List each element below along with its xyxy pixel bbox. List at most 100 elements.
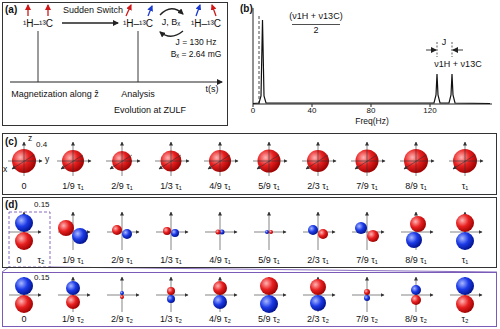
axis bbox=[269, 142, 270, 176]
axis bbox=[159, 155, 181, 169]
axis bbox=[257, 155, 279, 169]
zoom-region bbox=[9, 212, 50, 267]
x-axis bbox=[253, 104, 492, 105]
negative-lobe bbox=[15, 214, 33, 232]
zoom-leader bbox=[50, 267, 497, 272]
panel-label: (b) bbox=[240, 3, 253, 14]
negative-lobe bbox=[355, 222, 367, 234]
axis-label: 2 bbox=[313, 26, 318, 36]
axis bbox=[12, 155, 34, 169]
axis bbox=[73, 142, 74, 176]
figure-text: y bbox=[45, 155, 49, 164]
positive-lobe bbox=[216, 230, 221, 235]
axis-label: 40 bbox=[308, 107, 317, 116]
axis-label: ν1H + ν13C bbox=[434, 60, 481, 70]
panel-a-art bbox=[10, 5, 222, 82]
panel-label: (c) bbox=[5, 136, 17, 147]
positive-lobe bbox=[213, 281, 227, 295]
negative-lobe bbox=[122, 229, 132, 239]
axis bbox=[367, 212, 368, 250]
figure-text: 2/3 τ₁ bbox=[307, 182, 329, 192]
precession-arrow bbox=[160, 31, 183, 36]
negative-lobe bbox=[310, 295, 326, 311]
figure-text: τ₂ bbox=[37, 256, 44, 266]
j-arrow bbox=[453, 50, 463, 51]
figure-text: 4/9 τ₁ bbox=[209, 182, 231, 192]
figure-text: x bbox=[3, 165, 7, 174]
negative-lobe bbox=[15, 277, 33, 295]
panel-label: (d) bbox=[5, 199, 18, 210]
figure-text: 5/9 τ₂ bbox=[258, 315, 280, 325]
axis bbox=[416, 142, 417, 176]
axis-label: J bbox=[442, 38, 447, 48]
figure-text: Sudden Switch bbox=[63, 6, 123, 16]
peak-marker bbox=[259, 16, 260, 104]
axis bbox=[355, 155, 377, 169]
positive-lobe bbox=[364, 289, 370, 295]
figure-text: J = 130 Hz bbox=[176, 38, 217, 47]
negative-lobe bbox=[213, 295, 227, 309]
figure-text: 8/9 τ₁ bbox=[405, 182, 427, 192]
figure-text: 0.15 bbox=[34, 274, 50, 283]
negative-lobe bbox=[411, 285, 421, 295]
positive-lobe bbox=[15, 295, 33, 313]
figure-text: Bₓ = 2.64 mG bbox=[171, 50, 222, 59]
figure-text: 0 bbox=[21, 182, 26, 192]
axes bbox=[8, 142, 483, 176]
figure-text: τ₁ bbox=[462, 182, 469, 192]
figure-text: ¹H–¹³C bbox=[23, 18, 53, 29]
negative-lobe bbox=[72, 228, 88, 244]
axis bbox=[306, 155, 328, 169]
figure-text: 8/9 τ₁ bbox=[405, 256, 427, 266]
fraction-bar bbox=[292, 24, 340, 25]
spin-arrow bbox=[196, 5, 200, 16]
figure-text: 7/9 τ₁ bbox=[356, 182, 378, 192]
axis bbox=[208, 155, 230, 169]
figure-text: t(s) bbox=[206, 85, 219, 95]
figure-text: 2/9 τ₁ bbox=[111, 256, 133, 266]
time-marker bbox=[138, 31, 139, 82]
figure-text: 4/9 τ₂ bbox=[209, 315, 231, 325]
axis-label: Freq(Hz) bbox=[355, 117, 389, 126]
negative-lobe bbox=[260, 295, 278, 313]
axis-label: 0 bbox=[251, 107, 255, 116]
negative-lobe bbox=[167, 295, 175, 303]
positive-lobe bbox=[66, 295, 80, 309]
negative-lobe bbox=[456, 232, 474, 250]
negative-lobe bbox=[171, 229, 179, 237]
figure-text: ¹H–¹³C bbox=[123, 18, 153, 29]
figure-text: 0.15 bbox=[34, 201, 50, 210]
spectrum-line bbox=[253, 20, 490, 104]
figure-text: 0 bbox=[21, 315, 26, 325]
axis bbox=[24, 142, 25, 176]
figure-text: 2/9 τ₂ bbox=[111, 315, 133, 325]
positive-lobe bbox=[310, 279, 326, 295]
figure-text: 1/9 τ₁ bbox=[62, 256, 84, 266]
positive-lobe bbox=[260, 277, 278, 295]
positive-lobe bbox=[269, 230, 273, 234]
figure-text: Magnetization along ẑ bbox=[11, 90, 99, 100]
figure-text: 5/9 τ₁ bbox=[258, 182, 280, 192]
positive-lobe bbox=[58, 220, 74, 236]
axis bbox=[318, 142, 319, 176]
spin-arrow bbox=[47, 5, 48, 16]
axis-label: 120 bbox=[423, 107, 436, 116]
axis bbox=[171, 142, 172, 176]
positive-lobe bbox=[456, 295, 474, 313]
switch-arrow bbox=[62, 22, 118, 24]
panel-box: (c)zxy0.401/9 τ₁2/9 τ₁1/3 τ₁4/9 τ₁5/9 τ₁… bbox=[2, 133, 497, 195]
zoom-inset-box: 0.1501/9 τ₂2/9 τ₂1/3 τ₂4/9 τ₂5/9 τ₂2/3 τ… bbox=[2, 272, 497, 327]
figure-text: 2/9 τ₁ bbox=[111, 182, 133, 192]
figure-text: 1/3 τ₁ bbox=[160, 256, 182, 266]
j-marker bbox=[452, 42, 453, 57]
negative-lobe bbox=[308, 225, 318, 235]
axes bbox=[9, 277, 482, 312]
precession-arrow bbox=[160, 9, 183, 15]
figure-text: 7/9 τ₁ bbox=[356, 256, 378, 266]
negative-lobe bbox=[66, 281, 80, 295]
axis bbox=[453, 155, 475, 169]
axis bbox=[367, 142, 368, 176]
panel-box: (d)0.150τ₂1/9 τ₁2/9 τ₁1/3 τ₁4/9 τ₁5/9 τ₁… bbox=[2, 197, 497, 268]
